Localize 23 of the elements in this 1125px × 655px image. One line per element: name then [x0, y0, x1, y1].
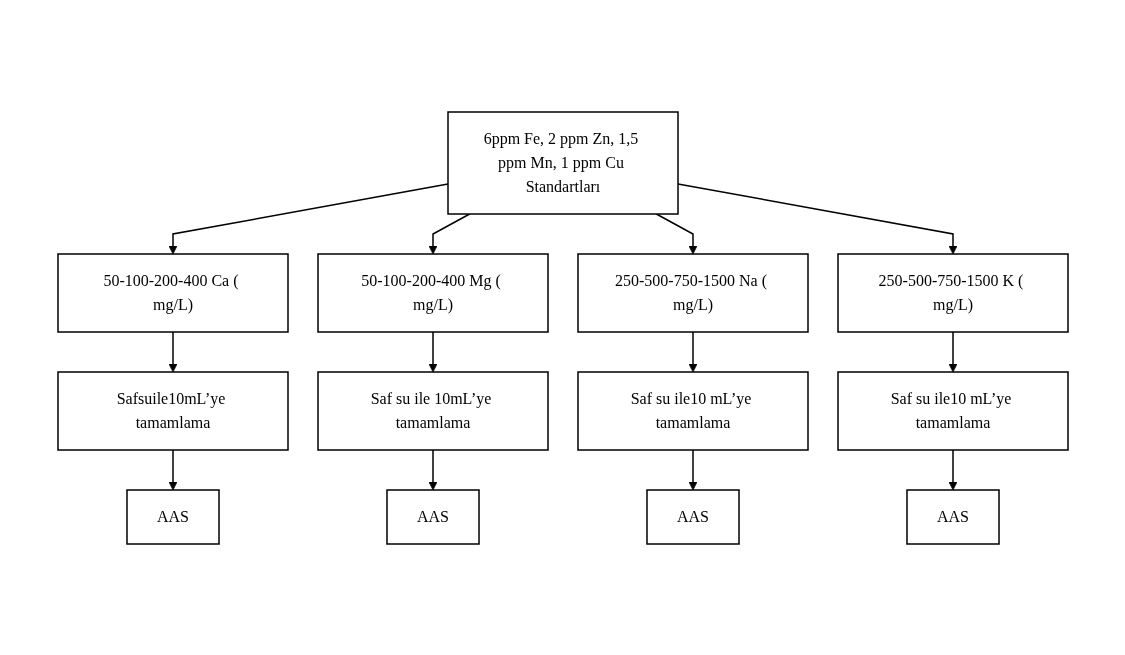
arrow [168, 448, 177, 490]
arrow [948, 448, 957, 490]
node-box: 6ppm Fe, 2 ppm Zn, 1,5 ppm Mn, 1 ppm Cu Standartları [446, 110, 679, 215]
arrow [428, 212, 470, 254]
arrow [688, 330, 697, 372]
node-box: AAS [125, 488, 220, 545]
node-box: Safsuile10mL’ye tamamlama [56, 370, 289, 451]
node-box: AAS [385, 488, 480, 545]
arrow [428, 330, 437, 372]
node-box: AAS [905, 488, 1000, 545]
arrow [948, 330, 957, 372]
arrow [168, 330, 177, 372]
node-box: 250-500-750-1500 K ( mg/L) [836, 252, 1069, 333]
node-box: 50-100-200-400 Ca ( mg/L) [56, 252, 289, 333]
node-box: 250-500-750-1500 Na ( mg/L) [576, 252, 809, 333]
arrow [655, 212, 697, 254]
arrow [428, 448, 437, 490]
arrow [688, 448, 697, 490]
node-box: AAS [645, 488, 740, 545]
node-box: Saf su ile 10mL’ye tamamlama [316, 370, 549, 451]
node-box: 50-100-200-400 Mg ( mg/L) [316, 252, 549, 333]
node-box: Saf su ile10 mL’ye tamamlama [576, 370, 809, 451]
node-box: Saf su ile10 mL’ye tamamlama [836, 370, 1069, 451]
